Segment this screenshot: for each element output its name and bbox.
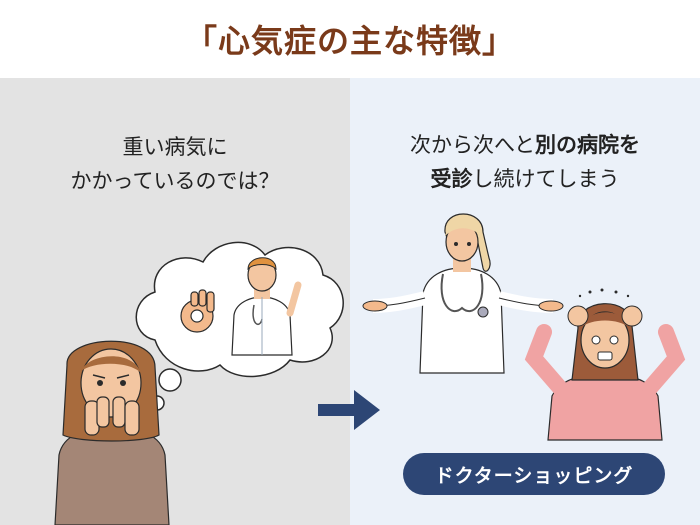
shopping-caption-line2: 受診し続けてしまう [350, 162, 700, 196]
worry-caption: 重い病気に かかっているのでは？ [0, 130, 350, 198]
worried-woman-illustration [54, 340, 170, 525]
shopping-caption-line1-b: 別の病院を [534, 133, 640, 157]
shopping-caption-line2-b: し続けてしまう [472, 167, 620, 191]
doctor-shopping-badge: ドクターショッピング [403, 453, 665, 495]
shopping-caption: 次から次へと別の病院を 受診し続けてしまう [350, 128, 700, 196]
shopping-caption-line1: 次から次へと別の病院を [350, 128, 700, 162]
shopping-caption-line2-a: 受診 [430, 167, 473, 191]
arrow-right-icon [318, 390, 380, 430]
ok-hand-icon [180, 289, 215, 333]
doctor-icon [231, 257, 302, 356]
page-title: 「心気症の主な特徴」 [184, 22, 515, 60]
worry-caption-line1: 重い病気に [122, 135, 228, 159]
stressed-patient-illustration [524, 288, 686, 441]
worry-caption-line2: かかっているのでは？ [70, 169, 280, 193]
shopping-caption-line1-a: 次から次へと [410, 133, 535, 157]
thought-bubble-illustration [135, 241, 344, 411]
shrugging-doctor-illustration [362, 213, 564, 374]
